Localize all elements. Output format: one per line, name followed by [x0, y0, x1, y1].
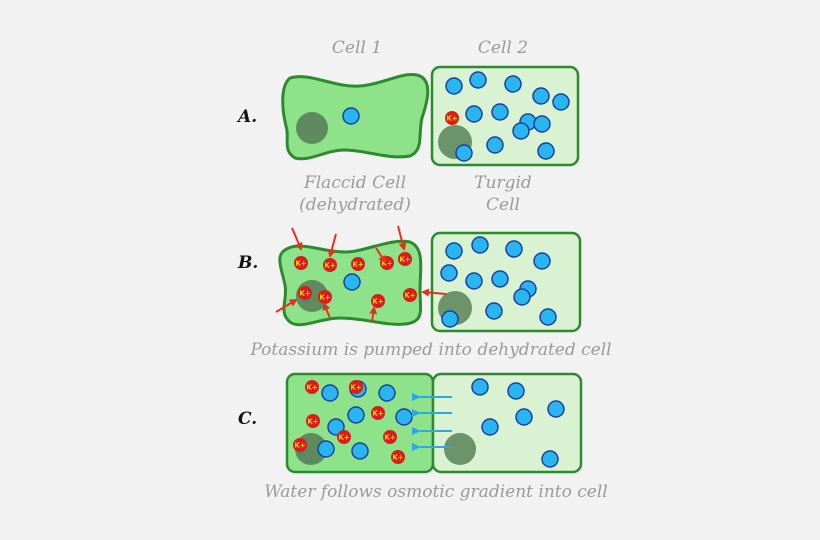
- row-b-caption: Potassium is pumped into dehydrated cell: [249, 340, 611, 360]
- water-molecule-icon: [515, 408, 533, 426]
- red-arrow-icon: [375, 247, 387, 264]
- red-arrow-icon: [291, 227, 303, 251]
- water-molecule-icon: [441, 310, 459, 328]
- svg-text:K+: K+: [338, 434, 349, 442]
- water-molecule-icon: [504, 75, 522, 93]
- water-molecule-icon: [491, 103, 509, 121]
- red-arrow-icon: [322, 302, 331, 319]
- water-molecule-icon: [321, 384, 339, 402]
- row-a-label: A.: [236, 107, 257, 127]
- svg-text:K+: K+: [372, 410, 383, 418]
- water-molecule-icon: [465, 272, 483, 290]
- potassium-ion-icon: K+: [371, 406, 385, 420]
- red-arrow-icon: [275, 298, 298, 313]
- potassium-ion-icon: K+: [293, 438, 307, 452]
- water-molecule-icon: [445, 77, 463, 95]
- water-molecule-icon: [351, 442, 369, 460]
- water-molecule-icon: [445, 242, 463, 260]
- water-molecule-icon: [327, 418, 345, 436]
- svg-text:K+: K+: [404, 292, 415, 300]
- svg-text:K+: K+: [384, 434, 395, 442]
- svg-text:K+: K+: [295, 260, 306, 268]
- svg-text:K+: K+: [399, 256, 410, 264]
- red-arrow-icon: [327, 233, 337, 258]
- water-molecule-icon: [505, 240, 523, 258]
- nucleus-icon: [296, 112, 328, 144]
- water-molecule-icon: [471, 236, 489, 254]
- turgid-caption-line2: Cell: [486, 195, 520, 215]
- svg-text:K+: K+: [350, 384, 361, 392]
- potassium-ion-icon: K+: [371, 294, 385, 308]
- svg-text:K+: K+: [299, 290, 310, 298]
- cell2-header: Cell 2: [478, 38, 528, 58]
- row-c: Water follows osmotic gradient into cell: [264, 372, 608, 502]
- water-molecule-icon: [537, 142, 555, 160]
- svg-text:K+: K+: [372, 298, 383, 306]
- water-molecule-icon: [539, 308, 557, 326]
- potassium-ion-icon: K+: [306, 414, 320, 428]
- water-molecule-icon: [547, 400, 565, 418]
- water-molecule-icon: [455, 144, 473, 162]
- water-molecule-icon: [317, 440, 335, 458]
- water-molecule-icon: [395, 408, 413, 426]
- svg-text:K+: K+: [324, 262, 335, 270]
- potassium-ion-icon: K+: [445, 111, 459, 125]
- molecules-layer: K+ K+ K+ K+ K+ K+ K+ K+ K+ K+ K+ K+ K+ K+ K+ K+ K+ K+: [275, 71, 570, 468]
- water-molecule-icon: [541, 450, 559, 468]
- flaccid-caption-line2: (dehydrated): [299, 195, 411, 215]
- water-molecule-icon: [342, 107, 360, 125]
- potassium-ion-icon: K+: [403, 288, 417, 302]
- water-molecule-icon: [532, 87, 550, 105]
- water-molecule-icon: [440, 264, 458, 282]
- svg-text:K+: K+: [446, 115, 457, 123]
- red-arrow-icon: [421, 288, 447, 297]
- potassium-ion-icon: K+: [351, 257, 365, 271]
- water-molecule-icon: [471, 378, 489, 396]
- water-molecule-icon: [533, 115, 551, 133]
- row-c-label: C.: [238, 409, 257, 429]
- potassium-ion-icon: K+: [294, 256, 308, 270]
- turgid-caption-line1: Turgid: [474, 173, 532, 193]
- water-molecule-icon: [469, 71, 487, 89]
- water-molecule-icon: [533, 252, 551, 270]
- potassium-ion-icon: K+: [398, 252, 412, 266]
- svg-text:K+: K+: [307, 418, 318, 426]
- water-molecule-icon: [485, 302, 503, 320]
- row-b-label: B.: [237, 253, 258, 273]
- water-molecule-icon: [465, 105, 483, 123]
- red-arrow-icon: [369, 306, 378, 323]
- water-molecule-icon: [507, 382, 525, 400]
- water-molecule-icon: [513, 288, 531, 306]
- svg-text:K+: K+: [381, 260, 392, 268]
- row-c-caption: Water follows osmotic gradient into cell: [264, 482, 607, 502]
- water-molecule-icon: [481, 418, 499, 436]
- potassium-ion-icon: K+: [383, 430, 397, 444]
- potassium-ion-icon: K+: [391, 450, 405, 464]
- flaccid-caption-line1: Flaccid Cell: [303, 173, 406, 193]
- potassium-ion-icon: K+: [305, 380, 319, 394]
- nucleus-icon: [444, 433, 476, 465]
- cell1-header: Cell 1: [332, 38, 382, 58]
- potassium-ion-icon: K+: [318, 290, 332, 304]
- water-molecule-icon: [491, 270, 509, 288]
- water-molecule-icon: [347, 406, 365, 424]
- row-a: Flaccid Cell (dehydrated) Turgid Cell: [281, 65, 580, 215]
- svg-text:K+: K+: [319, 294, 330, 302]
- potassium-ion-icon: K+: [349, 380, 363, 394]
- potassium-ion-icon: K+: [323, 258, 337, 272]
- potassium-ion-icon: K+: [337, 430, 351, 444]
- svg-text:K+: K+: [352, 261, 363, 269]
- water-molecule-icon: [512, 122, 530, 140]
- svg-text:K+: K+: [392, 454, 403, 462]
- water-molecule-icon: [378, 384, 396, 402]
- water-molecule-icon: [486, 136, 504, 154]
- svg-text:K+: K+: [306, 384, 317, 392]
- potassium-ion-icon: K+: [298, 286, 312, 300]
- water-molecule-icon: [343, 273, 361, 291]
- red-arrow-icon: [397, 225, 407, 251]
- svg-text:K+: K+: [294, 442, 305, 450]
- water-molecule-icon: [552, 93, 570, 111]
